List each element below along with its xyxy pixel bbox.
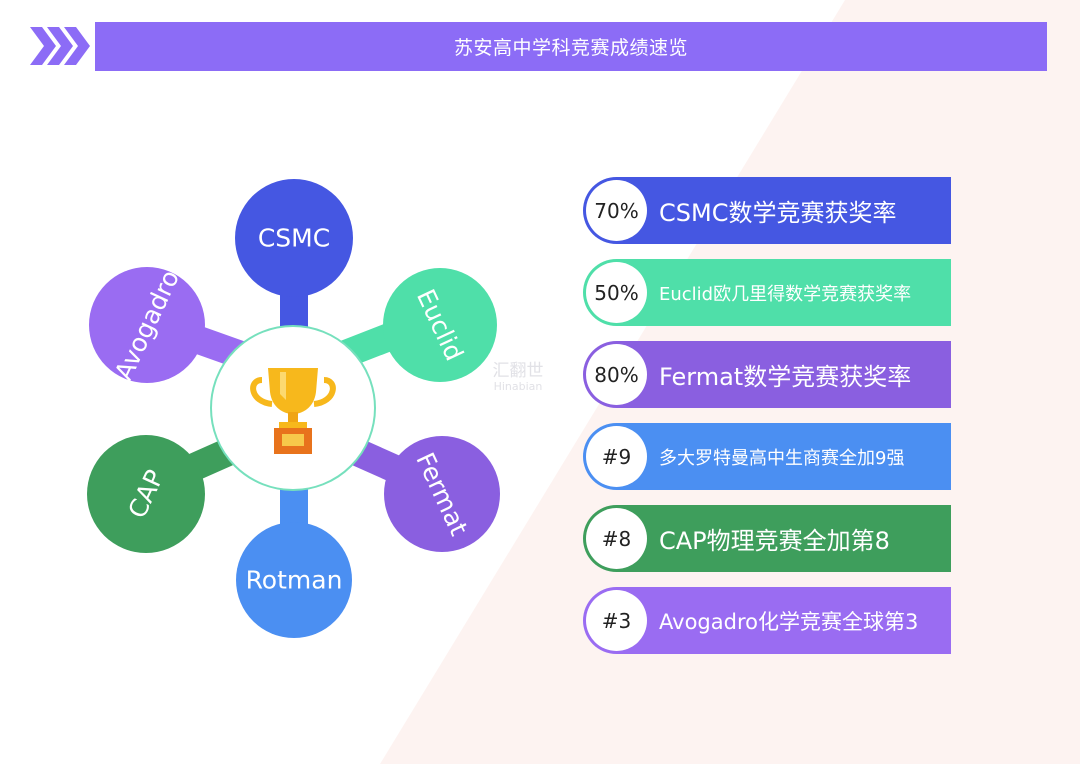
node-cap: CAP — [87, 435, 205, 553]
result-row-fermat: 80% Fermat数学竞赛获奖率 — [583, 340, 951, 409]
result-text: Avogadro化学竞赛全球第3 — [659, 609, 919, 634]
center-hub — [210, 325, 376, 491]
header-bar: 苏安高中学科竞赛成绩速览 — [95, 22, 1047, 71]
node-fermat: Fermat — [384, 436, 500, 552]
result-value: 50% — [594, 280, 639, 305]
watermark: 汇翻世 Hinabian — [468, 362, 568, 393]
result-row-csmc: 70% CSMC数学竞赛获奖率 — [583, 176, 951, 245]
node-label-rotman: Rotman — [246, 566, 343, 595]
result-text: 多大罗特曼高中生商赛全加9强 — [659, 447, 905, 469]
result-text: CSMC数学竞赛获奖率 — [659, 199, 897, 227]
watermark-cn: 汇翻世 — [492, 361, 544, 381]
result-value: #8 — [601, 526, 632, 551]
results-list: 70% CSMC数学竞赛获奖率 50% Euclid欧几里得数学竞赛获奖率 80… — [583, 176, 953, 668]
result-value: 80% — [594, 362, 639, 387]
result-row-euclid: 50% Euclid欧几里得数学竞赛获奖率 — [583, 258, 951, 327]
result-value-circle: 50% — [586, 262, 647, 323]
result-value: 70% — [594, 198, 639, 223]
watermark-en: Hinabian — [493, 379, 543, 393]
trophy-icon — [250, 368, 336, 454]
result-row-cap: #8 CAP物理竞赛全加第8 — [583, 504, 951, 573]
result-value: #3 — [601, 608, 632, 633]
node-rotman: Rotman — [236, 522, 352, 638]
result-value-circle: 80% — [586, 344, 647, 405]
result-row-rotman: #9 多大罗特曼高中生商赛全加9强 — [583, 422, 951, 491]
node-avogadro: Avogadro — [89, 265, 205, 385]
node-label-csmc: CSMC — [258, 224, 330, 253]
node-csmc: CSMC — [235, 179, 353, 297]
result-value-circle: #8 — [586, 508, 647, 569]
result-value: #9 — [601, 444, 632, 469]
node-euclid: Euclid — [383, 268, 497, 382]
result-value-circle: #3 — [586, 590, 647, 651]
result-text: CAP物理竞赛全加第8 — [659, 527, 890, 555]
result-text: Euclid欧几里得数学竞赛获奖率 — [659, 283, 912, 305]
result-row-avogadro: #3 Avogadro化学竞赛全球第3 — [583, 586, 951, 655]
page-title: 苏安高中学科竞赛成绩速览 — [453, 37, 688, 59]
result-value-circle: #9 — [586, 426, 647, 487]
result-text: Fermat数学竞赛获奖率 — [659, 363, 912, 391]
chevron-right-icon — [30, 27, 90, 65]
result-value-circle: 70% — [586, 180, 647, 241]
